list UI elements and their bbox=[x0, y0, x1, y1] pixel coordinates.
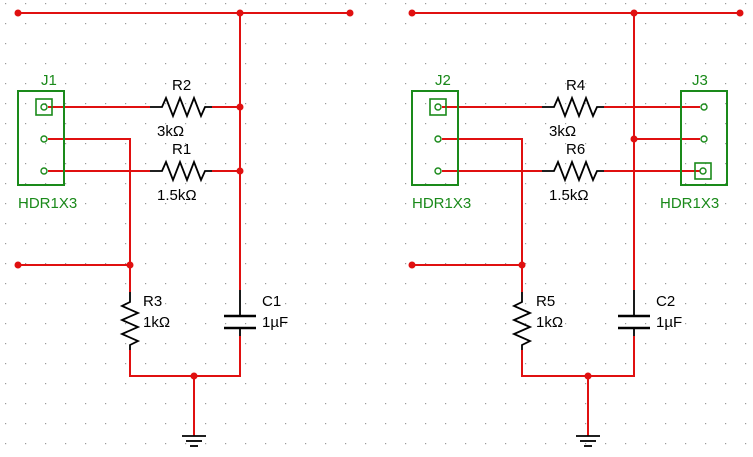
capacitor-value-c2: 1µF bbox=[656, 314, 682, 331]
pin-1 bbox=[700, 103, 708, 111]
terminal-dot bbox=[736, 9, 744, 17]
ground-icon bbox=[576, 435, 600, 447]
capacitor-value-c1: 1µF bbox=[262, 314, 288, 331]
wire-j1-pin2[interactable] bbox=[48, 138, 131, 292]
capacitor-ref-c2: C2 bbox=[656, 293, 675, 310]
wire-bottom-loop-right[interactable] bbox=[521, 336, 635, 377]
header-type-j2: HDR1X3 bbox=[412, 195, 471, 212]
header-j1[interactable] bbox=[17, 90, 65, 186]
resistor-r2[interactable] bbox=[150, 95, 212, 119]
header-type-j3: HDR1X3 bbox=[660, 195, 719, 212]
resistor-value-r2: 3kΩ bbox=[157, 123, 184, 140]
resistor-r3[interactable] bbox=[119, 292, 141, 350]
pin-3 bbox=[40, 167, 48, 175]
terminal-dot bbox=[14, 9, 22, 17]
terminal-dot bbox=[408, 9, 416, 17]
capacitor-c2[interactable] bbox=[618, 290, 650, 336]
wire-j2-pin2[interactable] bbox=[442, 138, 523, 292]
resistor-r5[interactable] bbox=[511, 292, 533, 350]
junction-dot bbox=[630, 9, 638, 17]
capacitor-ref-c1: C1 bbox=[262, 293, 281, 310]
junction-dot bbox=[630, 135, 638, 143]
resistor-value-r1: 1.5kΩ bbox=[157, 187, 197, 204]
resistor-r6[interactable] bbox=[542, 159, 604, 183]
header-ref-j3: J3 bbox=[692, 72, 708, 89]
resistor-ref-r4: R4 bbox=[566, 77, 585, 94]
junction-dot bbox=[236, 103, 244, 111]
pin-square bbox=[694, 162, 712, 180]
resistor-ref-r1: R1 bbox=[172, 141, 191, 158]
resistor-value-r4: 3kΩ bbox=[549, 123, 576, 140]
pin-square bbox=[35, 98, 53, 116]
header-ref-j1: J1 bbox=[41, 72, 57, 89]
junction-dot bbox=[584, 372, 592, 380]
header-body bbox=[680, 90, 728, 186]
resistor-ref-r6: R6 bbox=[566, 141, 585, 158]
header-j3[interactable] bbox=[680, 90, 728, 186]
capacitor-c1[interactable] bbox=[224, 290, 256, 336]
right-junctions bbox=[408, 9, 744, 380]
terminal-dot bbox=[14, 261, 22, 269]
pin-square bbox=[429, 98, 447, 116]
junction-dot bbox=[190, 372, 198, 380]
resistor-r1[interactable] bbox=[150, 159, 212, 183]
header-body bbox=[411, 90, 459, 186]
header-ref-j2: J2 bbox=[435, 72, 451, 89]
resistor-ref-r2: R2 bbox=[172, 77, 191, 94]
resistor-value-r6: 1.5kΩ bbox=[549, 187, 589, 204]
ground-icon bbox=[182, 435, 206, 447]
wire-bottom-loop-left[interactable] bbox=[129, 336, 241, 377]
junction-dot bbox=[236, 167, 244, 175]
pin-1 bbox=[434, 103, 442, 111]
pin-1 bbox=[40, 103, 48, 111]
left-junctions bbox=[14, 9, 354, 380]
resistor-r4[interactable] bbox=[542, 95, 604, 119]
pin-3 bbox=[699, 167, 707, 175]
header-type-j1: HDR1X3 bbox=[18, 195, 77, 212]
terminal-dot bbox=[408, 261, 416, 269]
resistor-value-r3: 1kΩ bbox=[143, 314, 170, 331]
resistor-ref-r3: R3 bbox=[143, 293, 162, 310]
pin-2 bbox=[434, 135, 442, 143]
resistor-ref-r5: R5 bbox=[536, 293, 555, 310]
right-wires bbox=[412, 12, 740, 436]
pin-3 bbox=[434, 167, 442, 175]
header-body bbox=[17, 90, 65, 186]
pin-2 bbox=[40, 135, 48, 143]
junction-dot bbox=[236, 9, 244, 17]
left-circuit: J1 HDR1X3 R2 3kΩ R1 1.5kΩ R3 1kΩ C1 1µF bbox=[14, 9, 354, 447]
junction-dot bbox=[518, 261, 526, 269]
resistor-value-r5: 1kΩ bbox=[536, 314, 563, 331]
pin-2 bbox=[700, 135, 708, 143]
right-circuit: J2 HDR1X3 J3 HDR1X3 R4 3kΩ R6 1.5kΩ R5 1… bbox=[408, 9, 744, 447]
junction-dot bbox=[126, 261, 134, 269]
terminal-dot bbox=[346, 9, 354, 17]
header-j2[interactable] bbox=[411, 90, 459, 186]
